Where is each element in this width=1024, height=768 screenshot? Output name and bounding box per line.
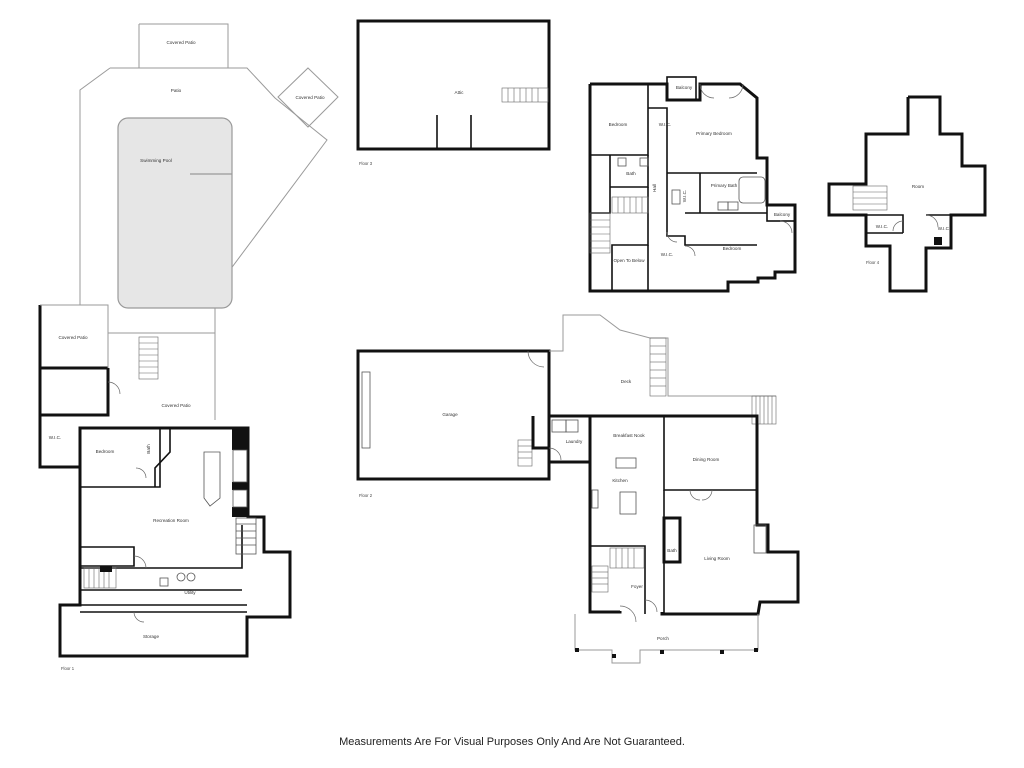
room-laundry: Laundry — [566, 439, 583, 444]
room-kitchen: Kitchen — [612, 478, 628, 483]
room-covered-patio-top: Covered Patio — [166, 40, 196, 45]
room-utility: Utility — [184, 590, 196, 595]
room-bedroom-f2-left: Bedroom — [609, 122, 628, 127]
room-attic: Attic — [455, 90, 465, 95]
room-wic-f4-b: W.I.C. — [938, 226, 951, 231]
room-garage: Garage — [442, 412, 458, 417]
room-patio: Patio — [171, 88, 182, 93]
room-covered-patio-mid: Covered Patio — [161, 403, 191, 408]
floor-2-label: Floor 2 — [359, 493, 373, 498]
disclaimer-text: Measurements Are For Visual Purposes Onl… — [339, 736, 685, 748]
room-foyer: Foyer — [631, 584, 643, 589]
floor-4-plan: Room W.I.C. W.I.C. Floor 4 — [827, 95, 987, 293]
floor-3-label: Floor 3 — [359, 161, 373, 166]
room-wic-f2-b: W.I.C. — [682, 190, 687, 203]
room-bedroom-f2-right: Bedroom — [723, 246, 742, 251]
room-recreation-room: Recreation Room — [153, 518, 189, 523]
floor-2-main-plan: Garage Deck Laundry Breakfast Nook Dinin… — [356, 314, 800, 664]
room-primary-bath: Primary Bath — [711, 183, 738, 188]
room-balcony-top: Balcony — [676, 85, 693, 90]
room-deck: Deck — [621, 379, 632, 384]
room-floor4-room: Room — [912, 184, 924, 189]
room-balcony-right: Balcony — [774, 212, 791, 217]
room-bath-main: Bath — [667, 548, 677, 553]
room-bath-floor1: Bath — [146, 444, 151, 454]
floor-1-plan: Covered Patio Patio Covered Patio Swimmi… — [38, 23, 339, 671]
room-open-to-below: Open To Below — [613, 258, 645, 263]
room-wic-floor1: W.I.C. — [49, 435, 62, 440]
room-wic-f4-a: W.I.C. — [876, 224, 889, 229]
floor-1-label: Floor 1 — [61, 666, 75, 671]
room-primary-bedroom: Primary Bedroom — [696, 131, 732, 136]
room-hall: Hall — [652, 184, 657, 192]
floor-3-plan: Attic Floor 3 — [356, 19, 551, 166]
room-dining-room: Dining Room — [693, 457, 720, 462]
floor-2-upper-plan: Bedroom W.I.C. Balcony Primary Bedroom B… — [588, 76, 797, 293]
room-covered-patio-diamond: Covered Patio — [295, 95, 325, 100]
room-bath-f2: Bath — [626, 171, 636, 176]
room-bedroom-floor1: Bedroom — [96, 449, 115, 454]
room-storage: Storage — [143, 634, 160, 639]
room-breakfast-nook: Breakfast Nook — [613, 433, 645, 438]
room-wic-f2-c: W.I.C. — [661, 252, 674, 257]
room-covered-patio-left: Covered Patio — [58, 335, 88, 340]
room-living-room: Living Room — [704, 556, 730, 561]
swimming-pool — [117, 117, 233, 309]
room-wic-f2-a: W.I.C. — [659, 122, 672, 127]
room-porch: Porch — [657, 636, 669, 641]
floor-4-label: Floor 4 — [866, 260, 880, 265]
room-swimming-pool: Swimming Pool — [140, 158, 172, 163]
